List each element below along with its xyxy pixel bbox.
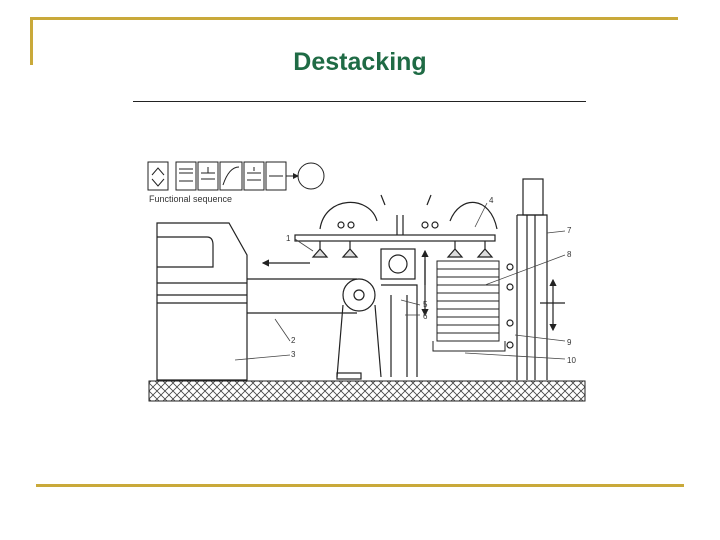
callout-7: 7 — [567, 226, 572, 235]
functional-sequence-icons — [147, 161, 325, 191]
frame-bottom-border — [36, 484, 684, 487]
callout-leaders — [234, 202, 566, 361]
title-underline — [133, 101, 586, 102]
callout-6: 6 — [423, 312, 428, 321]
frame-top-border — [30, 17, 678, 20]
destacking-diagram: Functional sequence — [147, 161, 586, 402]
right-tower — [506, 178, 565, 380]
callout-2: 2 — [291, 336, 296, 345]
callout-3: 3 — [291, 350, 296, 359]
callout-8: 8 — [567, 250, 572, 259]
callout-10: 10 — [567, 356, 576, 365]
callout-9: 9 — [567, 338, 572, 347]
lift-column — [380, 248, 429, 377]
caption-label: Functional sequence — [149, 194, 232, 204]
conveyor-belt — [247, 259, 382, 380]
callout-5: 5 — [423, 300, 428, 309]
gantry-beam — [294, 194, 498, 258]
callout-1: 1 — [286, 234, 291, 243]
blank-stack — [432, 260, 506, 352]
callout-4: 4 — [489, 196, 494, 205]
slide-title: Destacking — [293, 48, 427, 76]
press-machine — [156, 222, 248, 381]
frame-left-border — [30, 17, 33, 65]
ground-hatch — [148, 380, 586, 402]
